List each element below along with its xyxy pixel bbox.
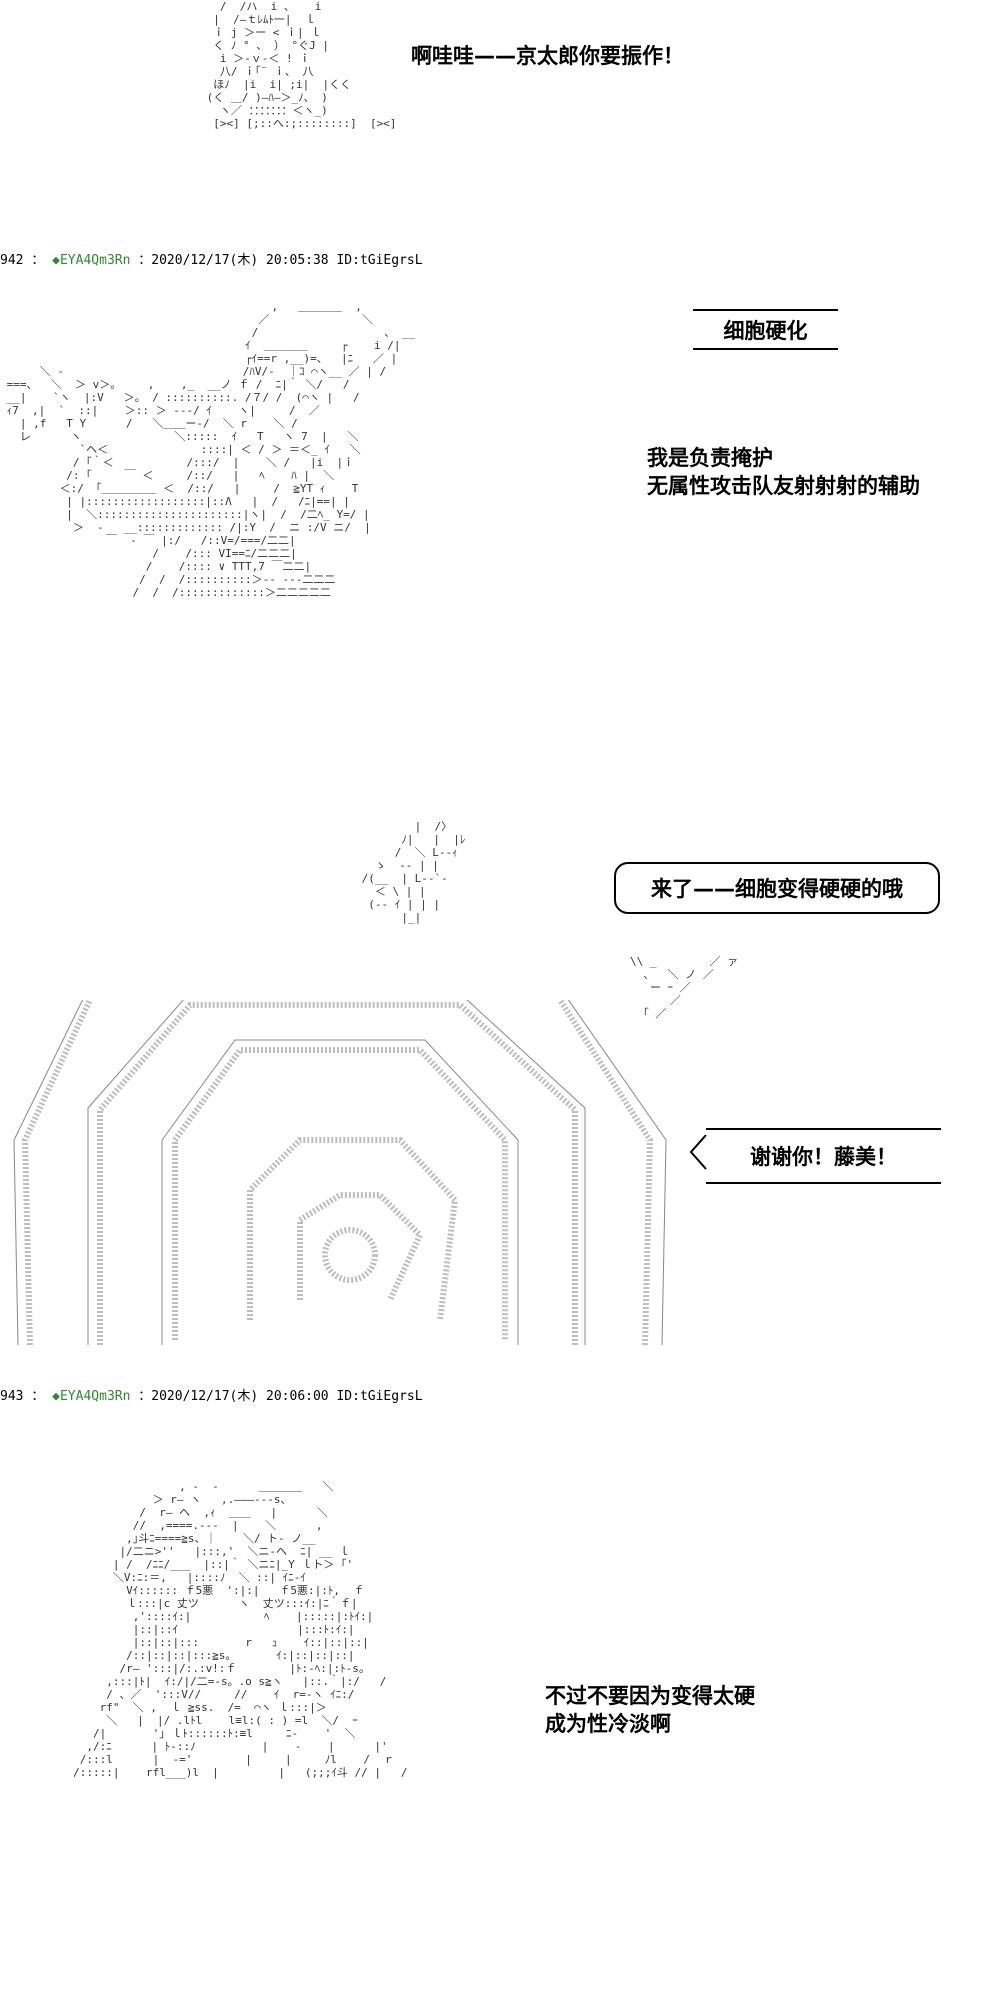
ascii-art-character-top: / /ハ i 、 i | /―ｔﾚﾑﾄ一| ｌ ｉ j ＞ー < ｉ| ｌ く … — [206, 0, 397, 130]
post-separator: ： — [31, 253, 45, 268]
ascii-art-spark-right: \\ _ ／ ァ 、 ＼ ノ ／ ー ｰ ／ ／ ｢ ／ — [630, 955, 739, 1020]
post-id: ID:tGiEgrsL — [336, 253, 423, 268]
ascii-art-sparkle-small: | /〉 ﾉ| | |ﾚ / ＼ L--ｨ ゝ -- | | /(__ | L-… — [361, 820, 466, 924]
panel4-dialog-line2: 成为性冷淡啊 — [545, 1712, 671, 1736]
post-header: 943 ： ◆EYA4Qm3Rn ：2020/12/17(木) 20:06:00… — [0, 1385, 423, 1404]
panel4-dialog-line1: 不过不要因为变得太硬 — [545, 1684, 755, 1708]
poster-trip: ◆EYA4Qm3Rn — [52, 253, 131, 268]
post-datetime: ：2020/12/17(木) 20:05:38 — [138, 253, 329, 268]
ascii-art-character-bottom: , - - ＿＿＿＿ ＼ ＞ r― ヽ ,.―――---s、 / r― ヘ ,ｨ… — [73, 1480, 408, 1779]
panel2-dialog-line1: 我是负责掩护 — [647, 446, 773, 470]
panel2-title: 细胞硬化 — [693, 309, 838, 350]
post-id: ID:tGiEgrsL — [336, 1389, 423, 1404]
speech-bubble-top: 来了——细胞变得硬硬的哦 — [614, 862, 940, 914]
post-datetime: ：2020/12/17(木) 20:06:00 — [138, 1389, 329, 1404]
speech-bubble-side: 谢谢你！藤美！ — [706, 1128, 941, 1184]
post-header: 942 ： ◆EYA4Qm3Rn ：2020/12/17(木) 20:05:38… — [0, 249, 423, 268]
panel1-dialog: 啊哇哇——京太郎你要振作！ — [411, 44, 684, 68]
ascii-art-character-armed: , ＿＿＿＿ , ／ ＼ / 、 __ ｲ ＿＿＿＿ ┌ i /| — [6, 300, 415, 599]
concentric-ring-art — [13, 1000, 667, 1346]
panel2-dialog-line2: 无属性攻击队友射射射的辅助 — [647, 474, 920, 498]
post-number: 943 — [0, 1389, 24, 1404]
poster-trip: ◆EYA4Qm3Rn — [52, 1389, 131, 1404]
post-separator: ： — [31, 1389, 45, 1404]
post-number: 942 — [0, 253, 24, 268]
